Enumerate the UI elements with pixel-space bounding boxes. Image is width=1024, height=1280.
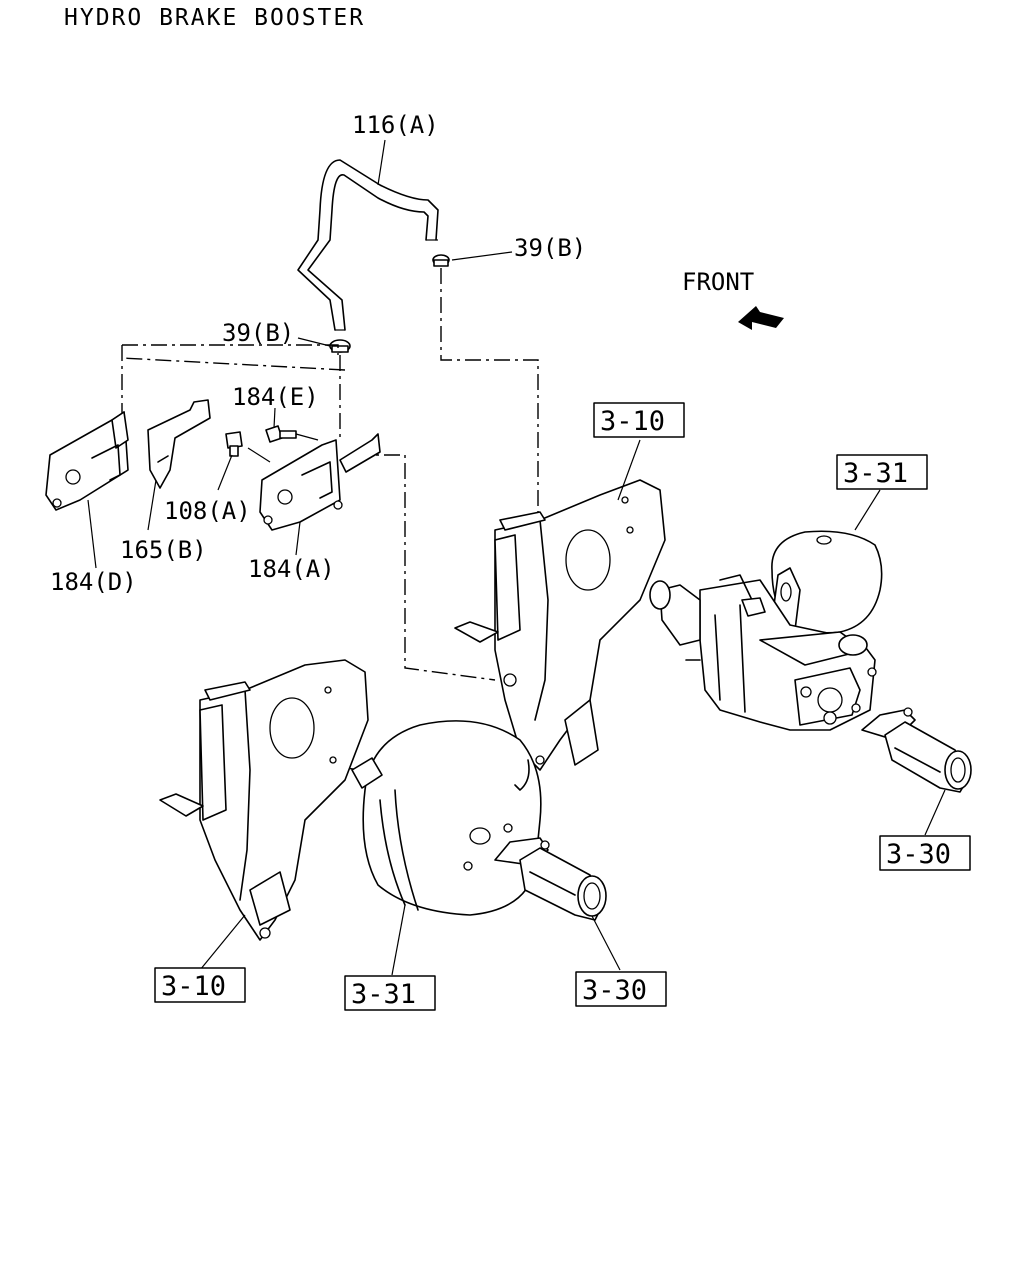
leader-3-10-upper (617, 439, 641, 501)
callout-184d[interactable]: 184(D) (50, 568, 137, 596)
leader-3-30-lower (591, 915, 621, 971)
ref-3-30-upper[interactable]: 3-30 (879, 835, 971, 871)
leader-165b (273, 407, 276, 429)
ref-3-31-upper[interactable]: 3-31 (836, 454, 928, 490)
hydro-booster-unit[interactable] (649, 530, 883, 731)
bolt-165b[interactable] (265, 425, 319, 443)
leader-116a (377, 139, 386, 186)
leader-184e (147, 479, 157, 531)
ref-3-30-upper-label: 3-30 (886, 839, 951, 870)
callout-184e[interactable]: 165(B) (120, 536, 207, 564)
clamp-39b-right[interactable] (432, 254, 450, 267)
master-cylinder-lower[interactable] (494, 837, 607, 921)
brake-booster[interactable] (351, 720, 542, 916)
leader-184d (87, 499, 97, 569)
hose-116a[interactable] (297, 159, 439, 331)
front-label: FRONT (682, 268, 754, 296)
callout-39b-right[interactable]: 39(B) (514, 234, 586, 262)
leader-3-31-upper (854, 489, 881, 531)
pedal-bracket-lower[interactable] (159, 659, 369, 941)
ref-3-30-lower-label: 3-30 (582, 975, 647, 1006)
diagram-title: HYDRO BRAKE BOOSTER (64, 5, 365, 31)
bolt-108a[interactable] (225, 431, 243, 457)
leader-3-30-upper (924, 789, 946, 836)
ref-3-10-upper-label: 3-10 (600, 406, 665, 437)
ref-3-31-lower[interactable]: 3-31 (344, 975, 436, 1011)
callout-184a[interactable]: 184(A) (248, 555, 335, 583)
leader-3-31-lower (391, 904, 406, 976)
callout-116a[interactable]: 116(A) (352, 111, 439, 139)
ref-3-31-lower-label: 3-31 (351, 979, 416, 1010)
callout-39b-left[interactable]: 39(B) (222, 319, 294, 347)
leader-108a-ext (247, 447, 271, 463)
ref-3-10-lower-label: 3-10 (161, 971, 226, 1002)
ref-3-31-upper-label: 3-31 (843, 458, 908, 489)
bracket-184e[interactable] (147, 399, 211, 489)
bracket-184a[interactable] (259, 433, 381, 531)
leader-39b-right (451, 251, 513, 261)
leader-108a (217, 454, 233, 491)
master-cylinder-upper[interactable] (861, 707, 972, 793)
callout-165b[interactable]: 184(E) (232, 383, 319, 411)
leader-184a (295, 521, 301, 556)
callout-108a[interactable]: 108(A) (164, 497, 251, 525)
ref-3-10-lower[interactable]: 3-10 (154, 967, 246, 1003)
front-arrow-icon (738, 306, 784, 330)
leader-3-10-lower (199, 914, 246, 971)
pedal-bracket-upper[interactable] (454, 479, 666, 771)
ref-3-10-upper[interactable]: 3-10 (593, 402, 685, 438)
clamp-39b-left[interactable] (329, 339, 351, 353)
bracket-184d[interactable] (45, 411, 129, 511)
leader-39b-left (297, 337, 331, 347)
ref-3-30-lower[interactable]: 3-30 (575, 971, 667, 1007)
